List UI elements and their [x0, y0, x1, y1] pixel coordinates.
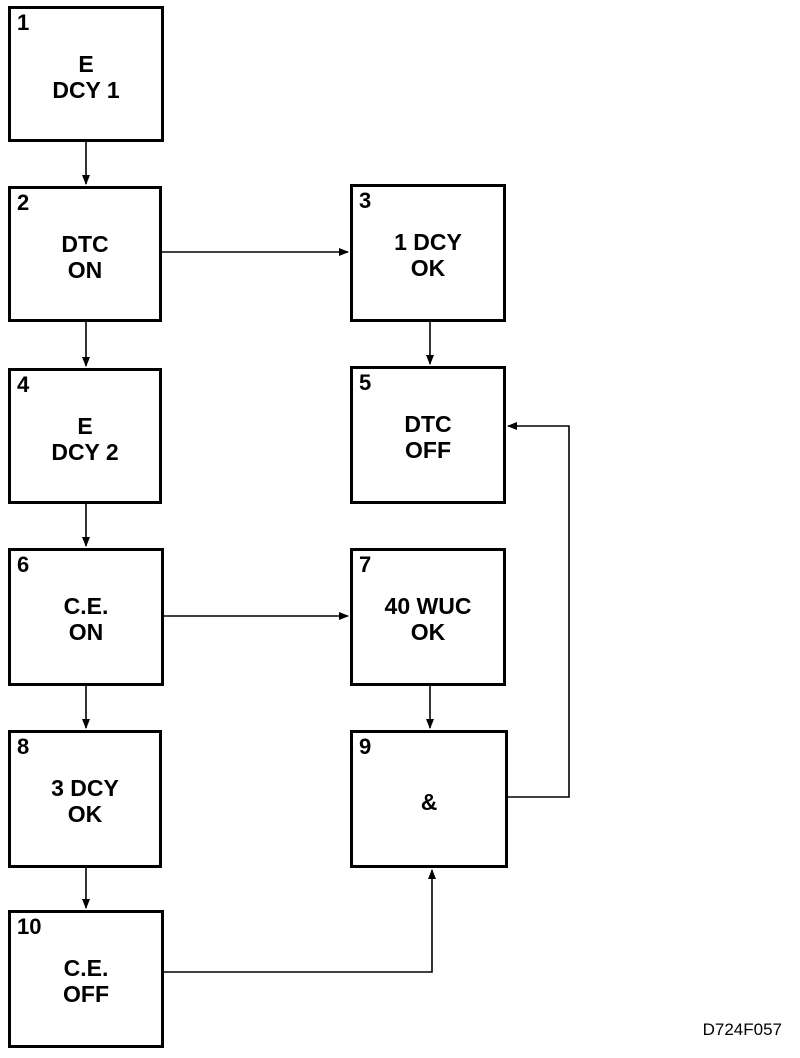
node-6-box: 6 C.E. ON [8, 548, 164, 686]
node-label: DTC ON [61, 231, 109, 283]
node-7-box: 7 40 WUC OK [350, 548, 506, 686]
edge-10-9 [164, 869, 436, 973]
node-8-box: 8 3 DCY OK [8, 730, 162, 868]
node-label: & [420, 789, 438, 815]
node-number: 8 [17, 734, 30, 759]
node-9-box: 9 & [350, 730, 508, 868]
node-2-box: 2 DTC ON [8, 186, 162, 322]
node-number: 3 [359, 188, 372, 213]
node-number: 10 [17, 914, 42, 939]
node-3-box: 3 1 DCY OK [350, 184, 506, 322]
node-number: 1 [17, 10, 30, 35]
node-label: DTC OFF [404, 411, 452, 463]
node-label: C.E. ON [63, 593, 109, 645]
node-label: E DCY 2 [51, 413, 119, 465]
node-5-box: 5 DTC OFF [350, 366, 506, 504]
node-label: 40 WUC OK [384, 593, 472, 645]
node-label: 3 DCY OK [51, 775, 119, 827]
node-label: 1 DCY OK [394, 229, 462, 281]
node-number: 6 [17, 552, 30, 577]
node-label: E DCY 1 [52, 51, 120, 103]
edge-9-5 [507, 422, 570, 798]
node-number: 5 [359, 370, 372, 395]
node-1-box: 1 E DCY 1 [8, 6, 164, 142]
node-number: 4 [17, 372, 30, 397]
figure-id: D724F057 [702, 1020, 782, 1039]
node-number: 9 [359, 734, 372, 759]
node-number: 2 [17, 190, 30, 215]
node-label: C.E. OFF [63, 955, 109, 1007]
node-4-box: 4 E DCY 2 [8, 368, 162, 504]
node-10-box: 10 C.E. OFF [8, 910, 164, 1048]
node-number: 7 [359, 552, 372, 577]
